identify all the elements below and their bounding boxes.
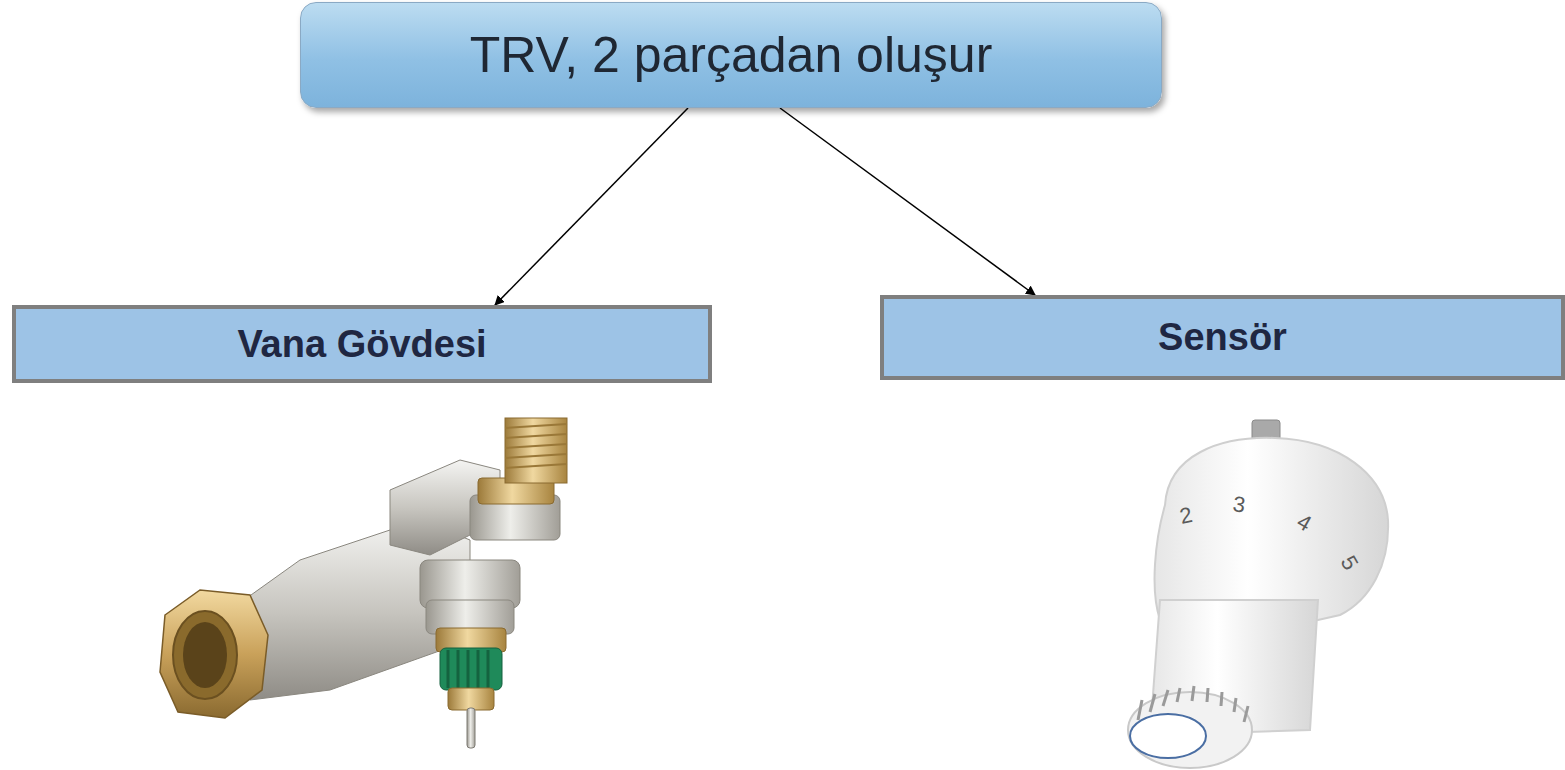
valve-body-illustration-part-part <box>505 444 567 448</box>
valve-body-illustration-part <box>467 708 475 748</box>
sensor-head-illustration <box>1128 420 1388 768</box>
valve-body-illustration-part-part <box>467 650 470 688</box>
dial-number: 4 <box>1293 510 1315 535</box>
dial-number: 2 <box>1178 504 1195 528</box>
valve-body-illustration-part <box>183 622 227 688</box>
box-label: Vana Gövdesi <box>237 323 486 366</box>
part-box: Sensör <box>880 295 1565 380</box>
title-box: TRV, 2 parçadan oluşur <box>300 2 1162 108</box>
valve-body-illustration-part <box>448 688 494 710</box>
sensor-head-illustration-part <box>1155 438 1389 620</box>
arrow-connector <box>495 108 688 305</box>
sensor-head-illustration-part-part <box>1234 698 1236 712</box>
dial-number: 3 <box>1232 493 1247 516</box>
arrow-connector <box>780 108 1035 295</box>
valve-body-illustration-part-part <box>487 650 490 688</box>
valve-body-illustration-part <box>505 424 567 468</box>
valve-body-illustration-part-part <box>505 434 567 438</box>
valve-body-illustration-part <box>173 611 237 699</box>
valve-body-illustration <box>160 418 567 748</box>
sensor-head-illustration-part-part <box>1221 692 1222 706</box>
box-label: TRV, 2 parçadan oluşur <box>470 26 993 84</box>
sensor-head-illustration-part-part <box>1207 688 1208 702</box>
valve-body-illustration-part-part <box>457 650 460 688</box>
sensor-head-illustration-part <box>1128 692 1252 768</box>
valve-body-illustration-part <box>448 650 488 688</box>
valve-body-illustration-part-part <box>447 650 450 688</box>
valve-body-illustration-part <box>440 648 502 690</box>
valve-body-illustration-part <box>160 590 268 718</box>
valve-body-illustration-part-part <box>505 454 567 458</box>
valve-body-illustration-part <box>505 418 567 483</box>
sensor-head-illustration-part-part <box>1138 700 1142 720</box>
sensor-head-illustration-part-part <box>1244 706 1248 722</box>
sensor-head-illustration-part-part <box>1163 690 1168 706</box>
sensor-head-illustration-part-part <box>1192 686 1194 701</box>
part-box: Vana Gövdesi <box>12 305 712 383</box>
valve-body-illustration-part-part <box>477 650 480 688</box>
sensor-head-illustration-part-part <box>1150 694 1155 712</box>
sensor-head-illustration-part <box>1130 714 1206 758</box>
sensor-head-illustration-part-part <box>1177 688 1180 702</box>
box-label: Sensör <box>1158 316 1287 359</box>
dial-number: 5 <box>1337 552 1362 574</box>
valve-body-illustration-part-part <box>505 464 567 468</box>
valve-body-illustration-part-part <box>505 424 567 428</box>
